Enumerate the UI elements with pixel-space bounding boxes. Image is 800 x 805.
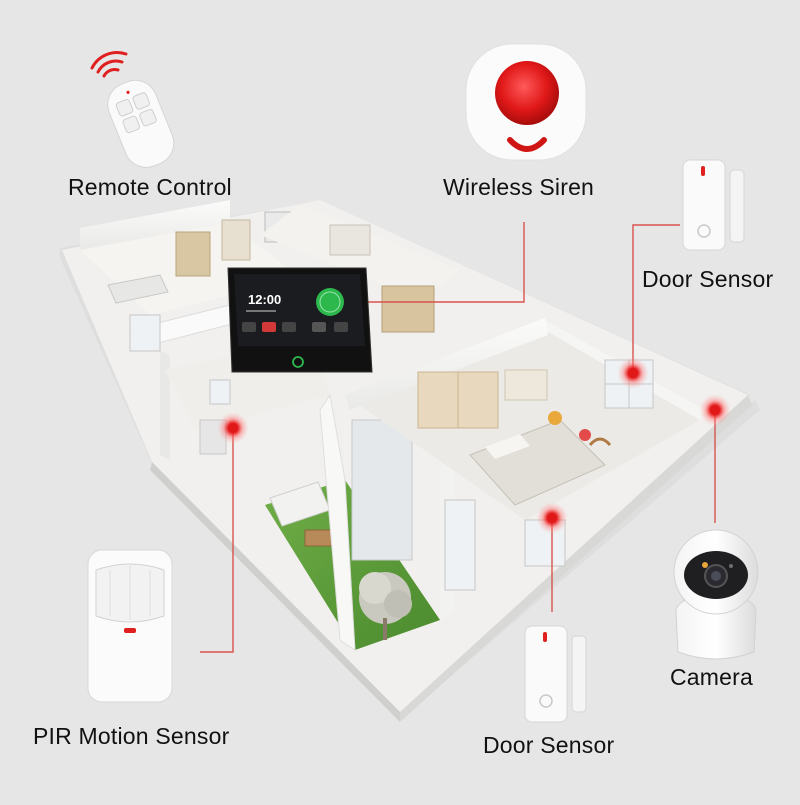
remote-control-icon xyxy=(90,51,175,168)
siren-connector xyxy=(365,222,525,303)
connector-lines xyxy=(200,222,716,653)
door-sensor-top-connector xyxy=(632,224,680,373)
camera-label: Camera xyxy=(670,664,754,690)
sensor-dots xyxy=(217,357,731,534)
pir-motion-sensor-label: PIR Motion Sensor xyxy=(33,723,230,749)
camera-icon xyxy=(673,529,759,660)
door-sensor-bottom-label: Door Sensor xyxy=(483,732,615,758)
control-panel-icon: 12:00 xyxy=(227,267,373,373)
remote-control-label: Remote Control xyxy=(68,174,232,200)
panel-time: 12:00 xyxy=(248,292,281,307)
door-sensor-icon xyxy=(524,625,587,723)
pir-sensor-icon xyxy=(87,549,173,703)
door-sensor-top-label: Door Sensor xyxy=(642,266,774,292)
door-sensor-icon xyxy=(682,159,745,251)
wireless-siren-label: Wireless Siren xyxy=(443,174,595,200)
pir-connector xyxy=(200,428,234,653)
siren-icon xyxy=(465,43,587,161)
